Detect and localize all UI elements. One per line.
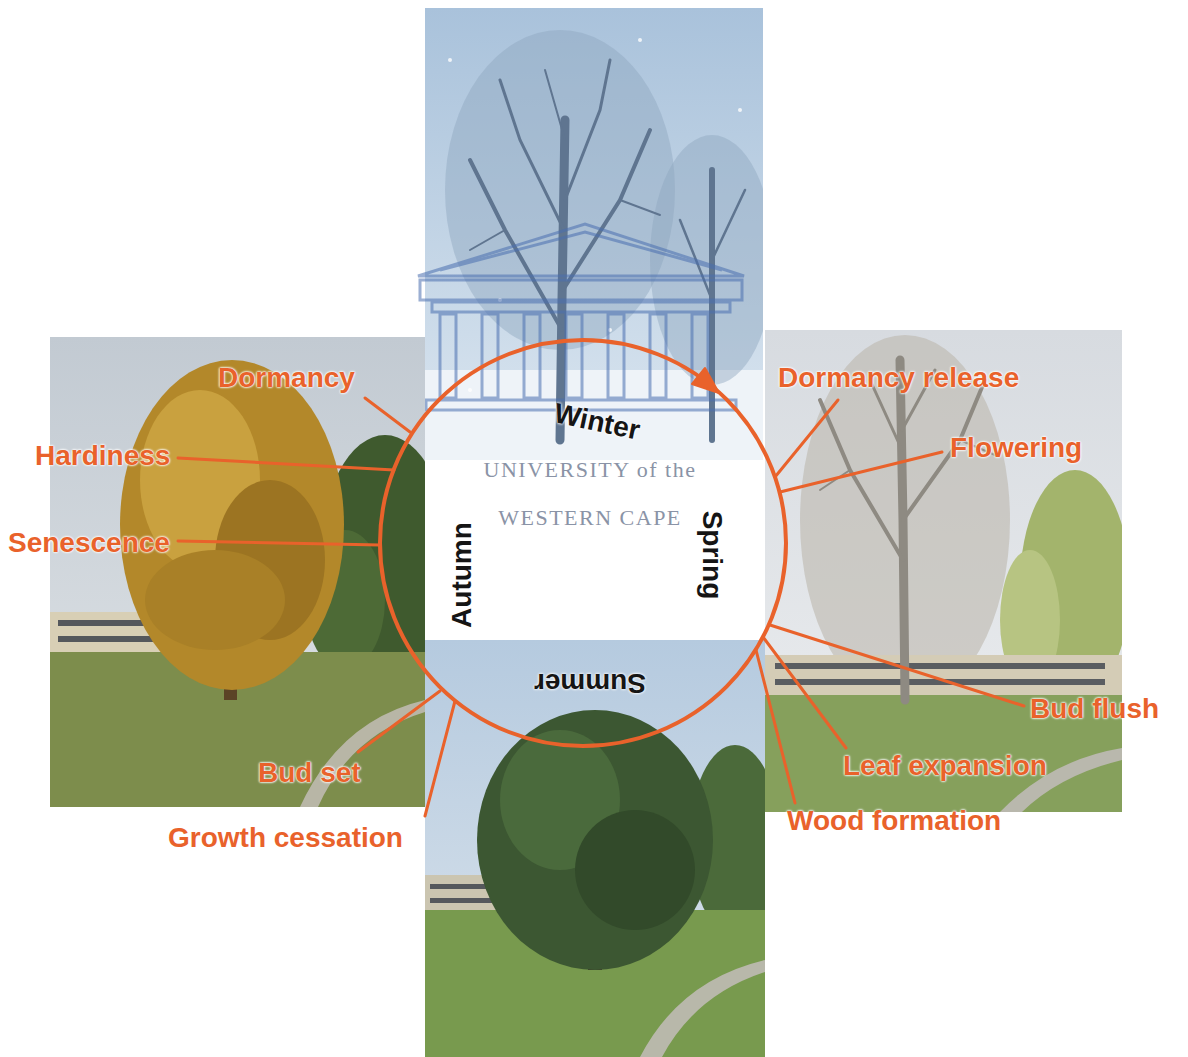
winter-photo — [425, 8, 763, 460]
autumn-photo — [50, 337, 425, 807]
ring-arrowhead — [692, 368, 719, 393]
stage-label: Dormancy — [218, 362, 355, 394]
season-label: Winter — [551, 397, 643, 447]
season-label: Spring — [696, 511, 728, 600]
stage-label: Bud set — [258, 757, 361, 789]
stage-label: Senescence — [8, 527, 170, 559]
stage-label: Wood formation — [787, 805, 1001, 837]
stage-label: Bud flush — [1030, 693, 1159, 725]
watermark-text: UNIVERSITY of the WESTERN CAPE — [440, 446, 740, 542]
season-label: Summer — [534, 667, 646, 699]
summer-photo — [425, 640, 765, 1057]
logo-watermark — [418, 224, 744, 410]
stage-label: Flowering — [950, 432, 1082, 464]
season-label: Autumn — [446, 522, 478, 628]
stage-label: Dormancy release — [778, 362, 1019, 394]
spring-photo — [765, 330, 1122, 812]
centre-panel — [425, 460, 765, 640]
stage-label: Growth cessation — [168, 822, 403, 854]
stage-label: Hardiness — [35, 440, 170, 472]
stage-label: Leaf expansion — [843, 750, 1047, 782]
season-ring — [380, 340, 786, 746]
